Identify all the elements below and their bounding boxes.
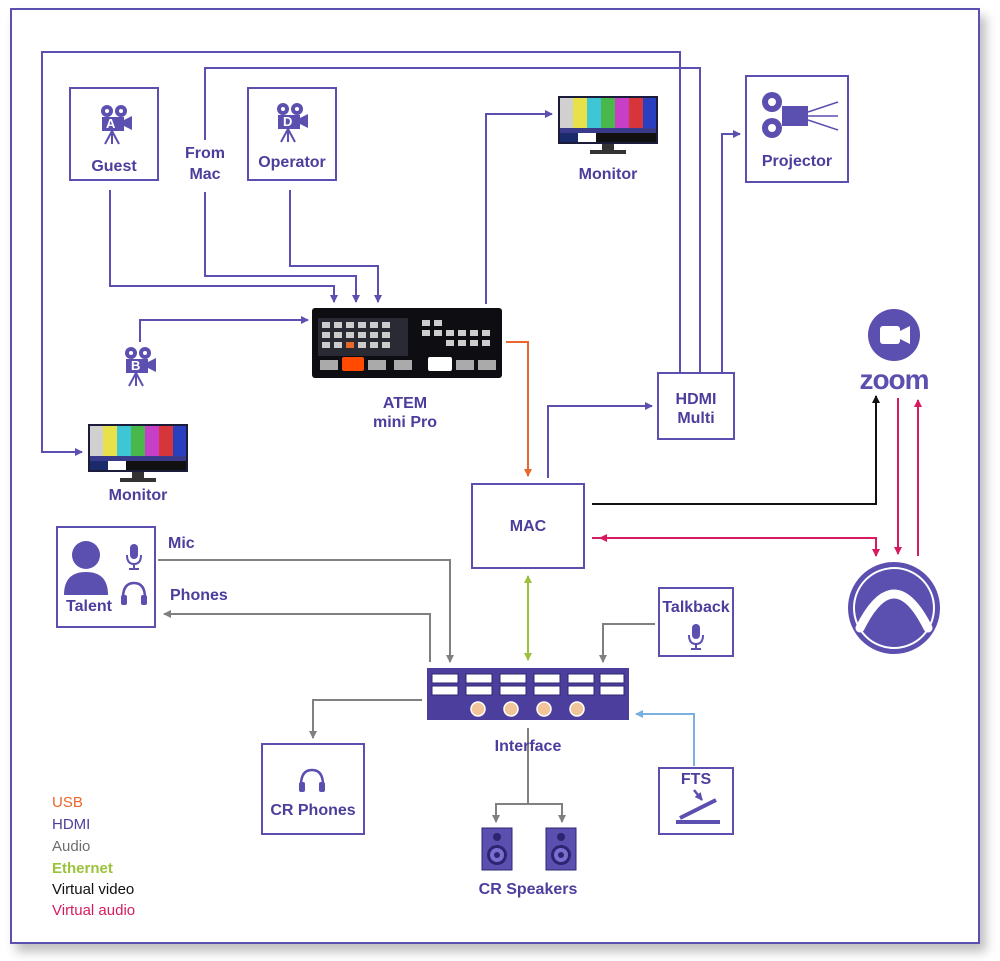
cr-speaker-right-icon xyxy=(545,827,577,871)
guest-to-atem-line xyxy=(109,190,338,303)
protools-to-mac-audio-line xyxy=(599,534,877,548)
projector-icon xyxy=(762,92,839,138)
from-mac-label-1: From xyxy=(185,145,225,162)
mac-label: MAC xyxy=(509,518,547,535)
operator-camera-box xyxy=(247,87,337,181)
cr-phones-label: CR Phones xyxy=(270,802,356,819)
camera-b-letter: B xyxy=(131,358,141,373)
cr-speakers-label: CR Speakers xyxy=(478,881,578,898)
mac-box xyxy=(471,483,585,569)
interface-to-talent-phones-line xyxy=(163,610,431,662)
atem-usb-to-mac-line xyxy=(506,341,532,477)
hdmi-multi-box xyxy=(657,372,735,440)
camera-b-icon xyxy=(124,346,157,387)
legend-usb: USB xyxy=(52,794,83,811)
phones-label: Phones xyxy=(170,587,228,604)
camera-b-to-atem-line xyxy=(139,316,309,342)
protools-logo-icon xyxy=(848,562,940,654)
monitor-left-icon xyxy=(88,424,188,482)
legend-audio: Audio xyxy=(52,838,91,855)
mac-to-atem-line xyxy=(204,192,360,303)
interface-to-cr-phones-line xyxy=(309,699,422,739)
hdmi-multi-to-mac-input-line xyxy=(204,67,701,373)
audio-interface-icon xyxy=(427,668,629,720)
talent-person-icon xyxy=(64,541,108,595)
from-mac-label-2: Mac xyxy=(189,166,221,183)
monitor-left-label: Monitor xyxy=(108,487,168,504)
mac-to-hdmi-multi-line xyxy=(547,402,653,478)
atem-switcher-icon xyxy=(312,308,502,378)
atem-to-monitor-line xyxy=(485,110,553,304)
mic-to-interface-line xyxy=(158,559,454,663)
interface-label: Interface xyxy=(494,738,562,755)
atem-label-1: ATEM xyxy=(382,395,428,412)
hdmi-multi-label-1: HDMI xyxy=(675,391,717,408)
atem-label-2: mini Pro xyxy=(372,414,437,431)
operator-to-atem-line xyxy=(289,190,382,303)
camera-a-letter: A xyxy=(106,116,116,131)
zoom-label: zoom xyxy=(859,364,929,395)
guest-label: Guest xyxy=(91,158,137,175)
camera-d-letter: D xyxy=(283,114,293,129)
cr-speaker-left-icon xyxy=(481,827,513,871)
talkback-label: Talkback xyxy=(662,599,730,616)
legend-ethernet: Ethernet xyxy=(52,860,113,877)
monitor-top-icon xyxy=(558,96,658,154)
monitor-top-label: Monitor xyxy=(578,166,638,183)
hdmi-multi-to-projector-line xyxy=(721,130,741,373)
legend-hdmi: HDMI xyxy=(52,816,91,833)
fts-label: FTS xyxy=(680,771,712,788)
fts-pedal-icon xyxy=(676,789,720,824)
talent-label: Talent xyxy=(66,598,112,615)
hdmi-multi-label-2: Multi xyxy=(677,410,715,427)
legend-virtual-audio: Virtual audio xyxy=(52,902,136,919)
talkback-to-interface-line xyxy=(599,623,655,663)
mic-label: Mic xyxy=(168,535,195,552)
fts-to-interface-line xyxy=(635,710,695,766)
mac-to-protools-audio-line xyxy=(592,537,880,557)
hdmi-multi-to-monitor-line xyxy=(41,51,681,456)
mac-to-zoom-video-line xyxy=(592,395,880,505)
legend-virtual-video: Virtual video xyxy=(52,881,135,898)
cr-phones-box xyxy=(261,743,365,835)
zoom-icon xyxy=(868,309,920,361)
operator-label: Operator xyxy=(258,154,326,171)
projector-label: Projector xyxy=(761,153,833,170)
